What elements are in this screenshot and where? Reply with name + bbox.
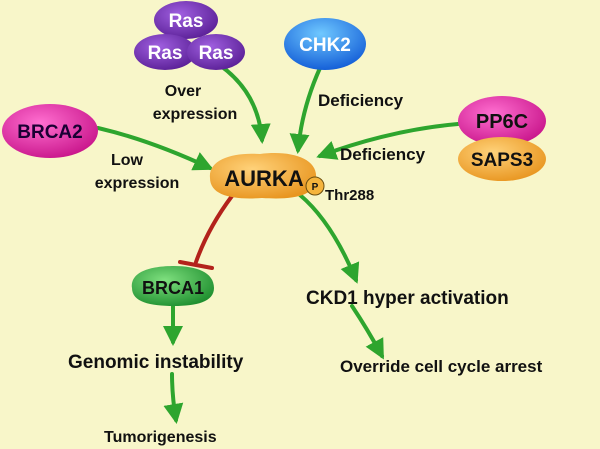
pp6c-label: PP6C <box>476 111 528 133</box>
aurka-label: AURKA <box>224 166 304 191</box>
ras-top-label: Ras <box>169 11 204 32</box>
label-thr288: Thr288 <box>325 187 374 204</box>
arrow-pp6c-to-aurka <box>316 122 460 160</box>
label-override-cell-cycle-arrest: Override cell cycle arrest <box>340 357 543 376</box>
pp6c-node: PP6C <box>458 96 546 146</box>
arrow-genomic-to-tumorigenesis <box>163 372 184 424</box>
brca2-node: BRCA2 <box>2 104 98 158</box>
label-low: Low <box>111 152 144 169</box>
label-genomic-instability: Genomic instability <box>68 352 244 373</box>
ras-right-label: Ras <box>199 43 234 64</box>
arrow-cdk1-to-override <box>350 304 384 360</box>
ras-node-left <box>134 34 196 70</box>
ras-node-top <box>154 1 218 39</box>
label-chk2-deficiency: Deficiency <box>318 91 404 110</box>
arrow-chk2-to-aurka <box>289 66 322 154</box>
label-low-expression: expression <box>95 175 179 192</box>
aurka-node: AURKA <box>209 153 317 199</box>
label-over: Over <box>165 83 201 100</box>
label-cdk1-hyper-activation: CKD1 hyper activation <box>306 288 509 309</box>
chk2-node: CHK2 <box>284 18 366 70</box>
ras-cluster: Ras Ras Ras <box>134 1 245 70</box>
brca1-label: BRCA1 <box>142 278 204 298</box>
brca1-node: BRCA1 <box>131 266 214 306</box>
saps3-node: SAPS3 <box>458 137 546 181</box>
arrow-brca2-to-aurka <box>96 126 214 171</box>
label-pp6c-deficiency: Deficiency <box>340 145 426 164</box>
arrow-aurka-to-cdk1 <box>298 193 360 284</box>
label-over-expression: expression <box>153 106 237 123</box>
phospho-label: P <box>312 182 319 193</box>
label-tumorigenesis: Tumorigenesis <box>104 429 217 446</box>
inhibition-aurka-brca1 <box>178 194 234 270</box>
ras-left-label: Ras <box>148 43 183 64</box>
ras-node-right <box>187 34 245 70</box>
brca2-label: BRCA2 <box>17 122 82 143</box>
phospho-site: P <box>305 176 325 196</box>
chk2-label: CHK2 <box>299 35 351 56</box>
arrows <box>96 58 460 424</box>
saps3-label: SAPS3 <box>471 150 533 171</box>
